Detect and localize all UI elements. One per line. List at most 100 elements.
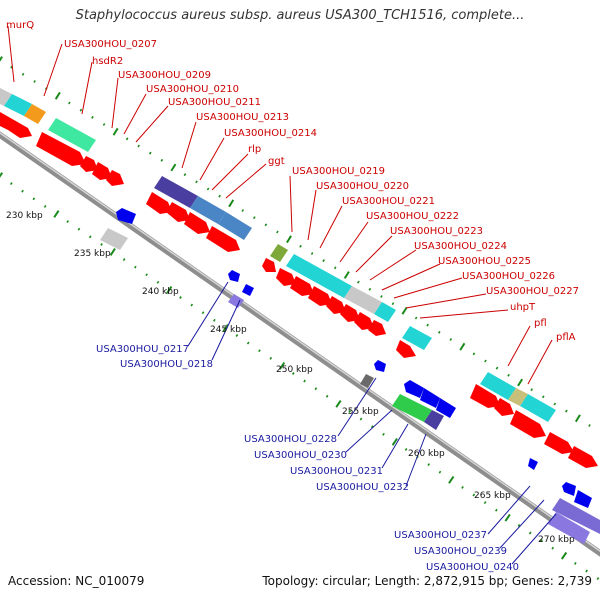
cds-forward — [510, 410, 546, 438]
feature-cyan — [480, 372, 516, 400]
gene-label: USA300HOU_0232 — [316, 482, 409, 493]
ring-tick — [343, 271, 350, 279]
ring-tick — [333, 266, 337, 270]
gene-label: USA300HOU_0218 — [120, 359, 213, 370]
gene-label: pflA — [556, 332, 576, 343]
cds-forward — [36, 132, 86, 166]
genome-backbone — [0, 131, 600, 557]
feature-gray — [344, 286, 382, 314]
ring-tick — [414, 316, 418, 320]
ring-tick — [459, 342, 466, 351]
scale-ticks: 230 kbp 235 kbp 240 kbp 245 kbp 250 kbp … — [6, 211, 575, 545]
ring-tick — [585, 569, 588, 573]
ring-tick — [125, 137, 129, 141]
ring-tick — [370, 425, 374, 429]
ring-tick — [112, 127, 119, 136]
ring-tick — [54, 91, 61, 100]
map-title: Staphylococcus aureus subsp. aureus USA3… — [75, 8, 525, 23]
ring-tick — [391, 437, 398, 446]
ring-tick — [483, 501, 487, 505]
ring-tick — [401, 306, 408, 315]
genome-summary-text: Topology: circular; Length: 2,872,915 bp… — [262, 574, 592, 588]
ring-tick — [335, 400, 342, 408]
ring-tick — [77, 227, 81, 231]
ring-tick — [276, 230, 279, 234]
ring-tick — [588, 424, 591, 427]
cds-forward — [262, 258, 276, 272]
feature-gray — [0, 88, 12, 106]
gene-label: USA300HOU_0223 — [390, 226, 483, 237]
feature-cyan — [520, 394, 556, 422]
accession-text: Accession: NC_010079 — [8, 574, 145, 588]
ring-tick — [269, 356, 273, 360]
cds-reverse — [116, 208, 136, 224]
ring-tick — [88, 235, 92, 239]
ring-tick — [541, 395, 545, 399]
tick-label: 235 kbp — [74, 249, 111, 259]
tick-label: 240 kbp — [142, 287, 179, 297]
ring-tick — [382, 432, 385, 436]
ring-tick — [0, 172, 4, 178]
ring-tick — [348, 410, 352, 413]
ring-tick — [100, 242, 103, 246]
ring-tick — [484, 359, 487, 363]
ring-tick — [426, 323, 429, 327]
ring-tick — [380, 295, 383, 298]
ring-tick — [530, 388, 533, 392]
ring-tick — [291, 372, 295, 375]
ring-tick — [322, 259, 325, 263]
cds-forward — [276, 268, 296, 286]
ring-tick — [134, 265, 137, 269]
forward-cds-track — [0, 112, 598, 468]
ring-tick — [472, 352, 476, 356]
ring-tick — [258, 349, 261, 353]
ring-tick — [551, 546, 555, 550]
cds-reverse — [404, 380, 424, 398]
ring-tick — [170, 163, 177, 172]
ring-tick — [53, 210, 60, 218]
ring-tick — [228, 199, 235, 208]
tick-label: 230 kbp — [6, 211, 43, 221]
ring-tick — [517, 378, 524, 387]
cds-reverse — [436, 398, 456, 418]
tick-label: 270 kbp — [538, 535, 575, 545]
ring-tick — [286, 235, 292, 244]
feature-olive — [270, 244, 288, 262]
ring-tick — [190, 303, 194, 307]
ring-tick — [0, 56, 3, 62]
gene-label: USA300HOU_0224 — [414, 241, 507, 252]
ring-tick — [437, 330, 441, 334]
ring-tick — [145, 273, 148, 277]
cds-reverse — [528, 458, 538, 470]
label-leaders-lower — [187, 281, 557, 565]
gene-label: USA300HOU_0225 — [438, 256, 531, 267]
ring-tick — [241, 209, 245, 212]
ring-tick — [222, 324, 229, 332]
gene-label: USA300HOU_0237 — [394, 530, 487, 541]
ring-tick — [32, 197, 36, 201]
gene-label: USA300HOU_0240 — [426, 562, 519, 573]
tick-label: 265 kbp — [474, 491, 511, 501]
feature-cyan — [286, 254, 352, 298]
ring-tick — [68, 101, 71, 105]
ring-tick — [43, 204, 47, 208]
cds-forward — [544, 432, 574, 454]
cds-forward — [290, 276, 314, 296]
ring-tick — [303, 379, 306, 383]
ring-tick — [235, 334, 239, 337]
gene-label: USA300HOU_0210 — [146, 84, 239, 95]
ring-tick — [148, 151, 152, 155]
tick-label: 245 kbp — [210, 325, 247, 335]
ring-tick — [449, 338, 453, 341]
ring-tick — [206, 187, 210, 191]
gene-label: uhpT — [510, 302, 536, 313]
ring-tick — [495, 508, 498, 512]
ring-tick — [574, 414, 581, 423]
cds-forward — [470, 384, 500, 408]
reverse-cds-track — [100, 208, 600, 544]
ring-tick — [166, 286, 173, 294]
ring-tick — [540, 539, 543, 543]
cds-forward — [92, 162, 112, 180]
ring-tick — [278, 362, 286, 370]
cds-reverse — [420, 388, 440, 408]
